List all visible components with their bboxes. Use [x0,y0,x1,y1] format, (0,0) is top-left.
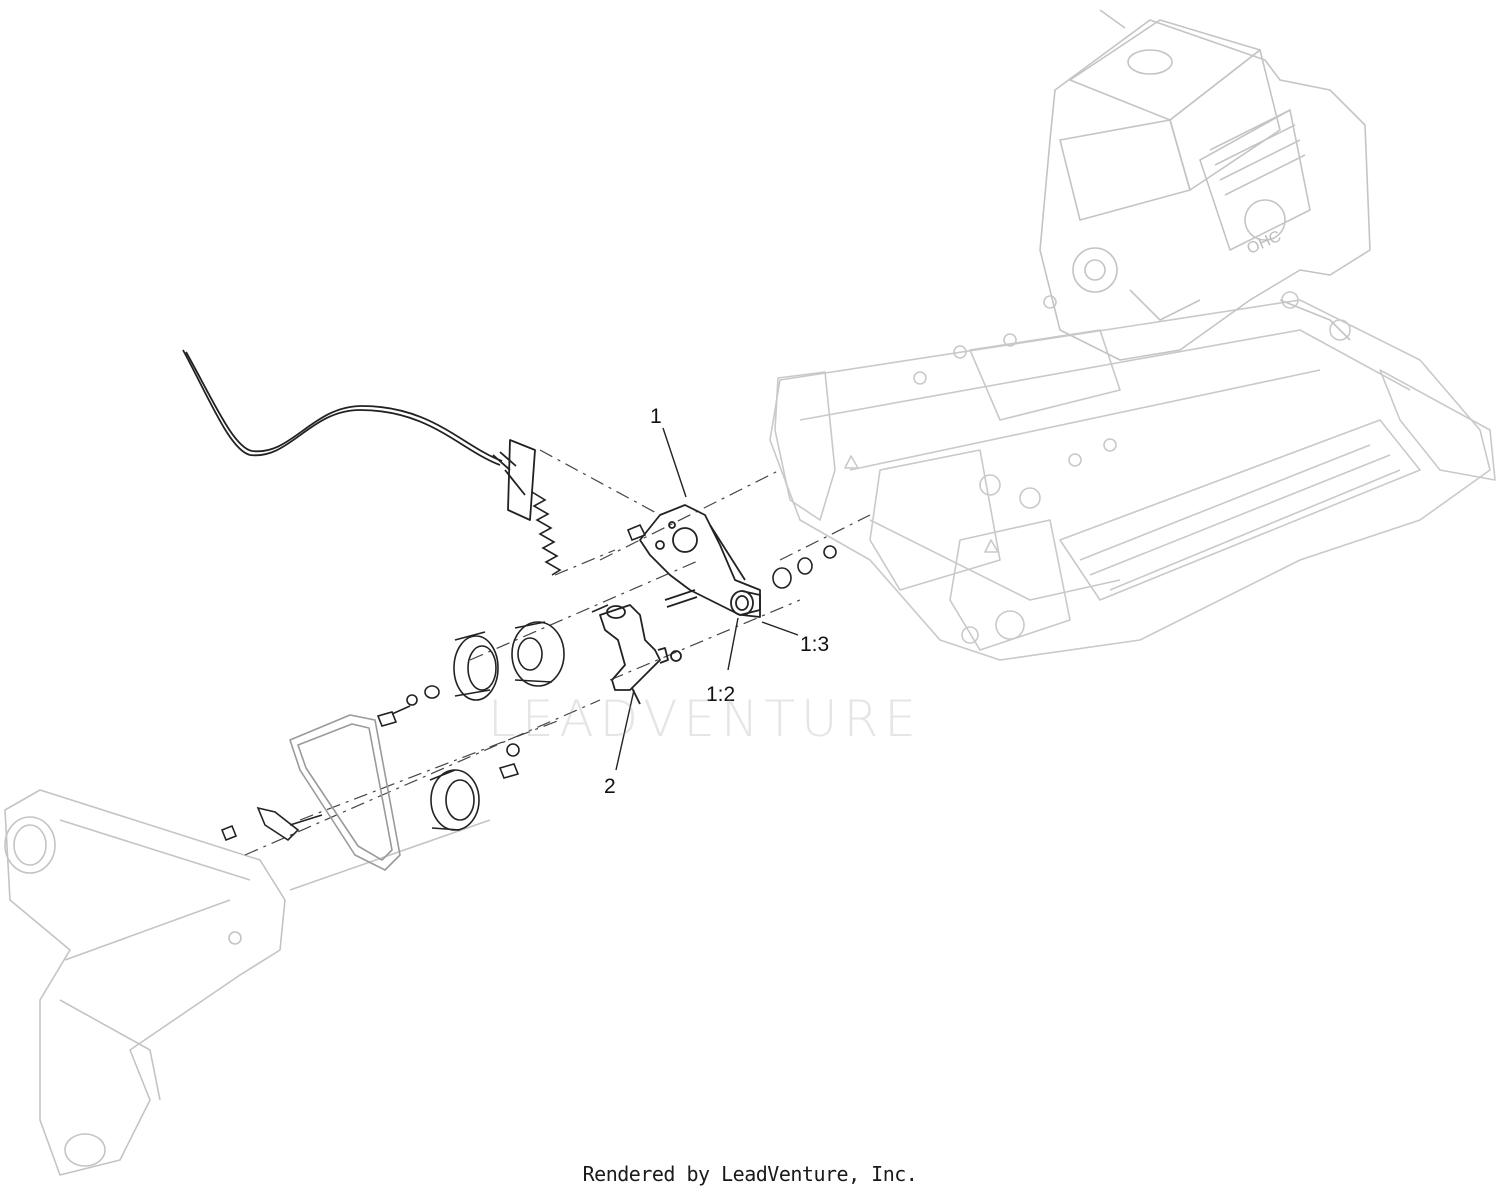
callout-1: 1 [650,405,662,428]
callout-2: 2 [604,775,616,798]
control-bracket-part-1 [639,504,761,618]
spacer-washers [626,523,837,589]
pulleys [429,621,565,831]
render-credit: Rendered by LeadVenture, Inc. [582,1162,918,1186]
belt-housing [4,789,491,1176]
dashed-assembly-lines [244,449,871,856]
fasteners [220,604,609,842]
extension-spring [531,491,562,576]
mower-frame [769,291,1496,661]
engine [1039,9,1371,361]
callout-1-3: 1:3 [800,633,830,656]
throttle-cable [182,349,536,521]
leader-lines [615,427,799,771]
watermark: LEADVENTURE [488,690,922,748]
drive-belt [289,714,401,871]
idler-arm-part-2 [599,604,682,705]
callout-1-2: 1:2 [706,683,736,706]
